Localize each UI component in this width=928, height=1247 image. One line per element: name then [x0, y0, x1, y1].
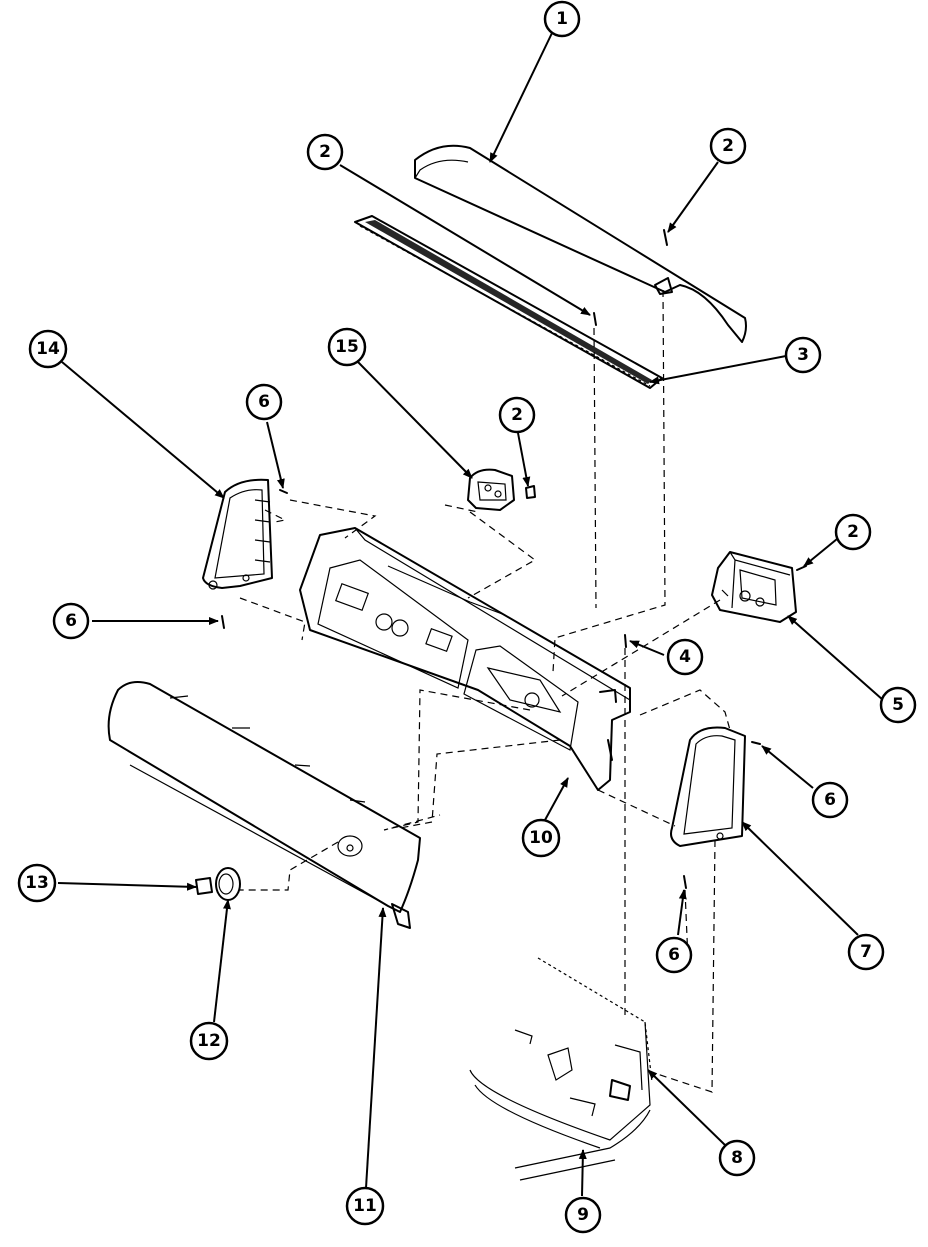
callout-4: 4: [666, 638, 704, 676]
svg-text:8: 8: [731, 1148, 743, 1168]
svg-text:2: 2: [847, 522, 859, 542]
svg-text:14: 14: [36, 339, 60, 359]
callout-2: 2: [834, 513, 872, 551]
part-15-switch: [467, 468, 536, 511]
callout-1: 1: [543, 0, 581, 38]
part-13-knob-insert: [195, 877, 213, 895]
screws: [221, 229, 761, 889]
svg-text:9: 9: [577, 1205, 589, 1225]
callout-6: 6: [655, 936, 693, 974]
part-12-knob: [215, 867, 241, 901]
part-10-control-panel: [299, 527, 631, 791]
part-14-left-end-cap: [202, 478, 273, 590]
callout-9: 9: [564, 1196, 602, 1234]
svg-text:2: 2: [511, 405, 523, 425]
svg-text:1: 1: [556, 9, 568, 29]
svg-text:12: 12: [197, 1031, 221, 1051]
svg-text:3: 3: [797, 345, 809, 365]
callout-13: 13: [17, 863, 57, 903]
svg-text:5: 5: [892, 695, 904, 715]
svg-text:2: 2: [722, 136, 734, 156]
callout-6: 6: [811, 781, 849, 819]
callout-3: 3: [784, 336, 822, 374]
svg-text:11: 11: [353, 1196, 377, 1216]
svg-text:6: 6: [668, 945, 680, 965]
part-11-lower-panel: [107, 681, 421, 929]
callout-6: 6: [245, 383, 283, 421]
callout-14: 14: [28, 329, 68, 369]
part-8-9-cabinet: [469, 957, 653, 1181]
svg-text:6: 6: [824, 790, 836, 810]
callout-6: 6: [52, 602, 90, 640]
callout-5: 5: [879, 686, 917, 724]
svg-text:15: 15: [335, 337, 359, 357]
part-1-top-cover: [414, 144, 747, 343]
callout-12: 12: [189, 1021, 229, 1061]
callout-15: 15: [327, 327, 367, 367]
svg-text:13: 13: [25, 873, 49, 893]
callout-10: 10: [521, 818, 561, 858]
svg-text:4: 4: [679, 647, 691, 667]
svg-text:6: 6: [258, 392, 270, 412]
svg-text:10: 10: [529, 828, 553, 848]
leader-lines: [57, 32, 884, 1197]
svg-text:7: 7: [860, 942, 872, 962]
callout-2: 2: [498, 396, 536, 434]
part-3-trim-strip: [354, 215, 663, 389]
callout-2: 2: [306, 133, 344, 171]
part-7-right-end-cap: [670, 726, 746, 847]
part-5-timer: [711, 551, 807, 623]
callout-2: 2: [709, 127, 747, 165]
svg-text:2: 2: [319, 142, 331, 162]
alignment-lines: [239, 289, 731, 1093]
svg-text:6: 6: [65, 611, 77, 631]
callout-8: 8: [718, 1139, 756, 1177]
callout-11: 11: [345, 1186, 385, 1226]
callout-7: 7: [847, 933, 885, 971]
